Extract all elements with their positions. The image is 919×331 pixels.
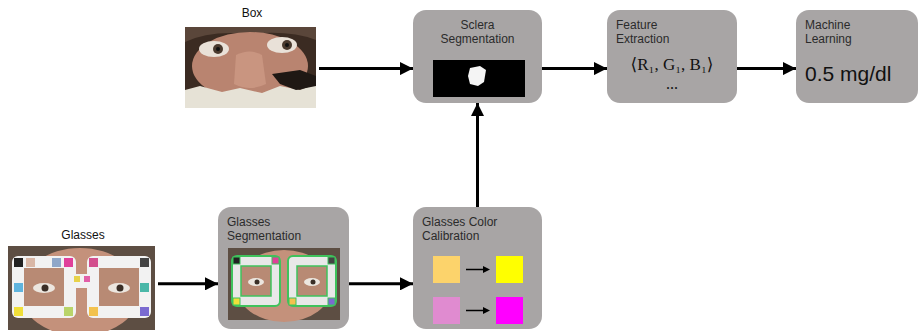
- illustration-part: [26, 258, 35, 267]
- process-box: Machine Learning 0.5 mg/dl: [796, 10, 918, 103]
- illustration-part: [433, 60, 525, 97]
- glasses-photo: [8, 246, 155, 331]
- illustration-part: [33, 283, 55, 293]
- flow-arrow: [349, 282, 413, 285]
- illustration-part: [14, 283, 23, 292]
- step-title: Glasses Color Calibration: [422, 215, 512, 243]
- illustration-part: [74, 276, 80, 282]
- illustration-part: [233, 257, 240, 264]
- input-image: Glasses: [8, 228, 158, 330]
- process-box: Sclera Segmentation: [413, 10, 542, 103]
- ellipsis: ...: [616, 77, 728, 91]
- illustration-part: [108, 283, 130, 293]
- illustration-part: [185, 27, 316, 108]
- illustration-part: [466, 269, 484, 271]
- illustration-part: [87, 256, 151, 318]
- illustration-part: [140, 283, 149, 292]
- step-title: Machine Learning: [805, 18, 895, 46]
- flow-arrow: [319, 67, 413, 70]
- flow-arrow: [158, 282, 218, 285]
- calibration-swatches: [433, 256, 523, 324]
- illustration-part: [236, 250, 332, 322]
- illustration-part: [496, 297, 523, 324]
- glasses-segmentation-image: [228, 248, 340, 322]
- illustration-part: [285, 43, 289, 47]
- illustration-part: [433, 256, 460, 283]
- illustration-part: [328, 298, 335, 305]
- step-title: Sclera Segmentation: [433, 18, 523, 46]
- illustration-part: [72, 274, 92, 288]
- illustration-part: [185, 84, 316, 108]
- step-title: Feature Extraction: [616, 18, 706, 46]
- illustration-part: [282, 40, 292, 50]
- illustration-part: [192, 32, 308, 100]
- illustration-part: [468, 66, 486, 86]
- illustration-part: [213, 44, 223, 54]
- flow-arrow: [476, 103, 479, 207]
- prediction-value: 0.5 mg/dl: [805, 62, 909, 86]
- illustration-part: [52, 258, 61, 267]
- illustration-part: [248, 278, 264, 286]
- illustration-part: [483, 266, 490, 273]
- illustration-part: [64, 258, 73, 267]
- illustration-part: [14, 307, 23, 316]
- illustration-part: [272, 70, 316, 90]
- illustration-part: [234, 52, 266, 89]
- sclera-mask: [433, 60, 525, 97]
- illustration-part: [496, 256, 523, 283]
- illustration-part: [267, 37, 297, 53]
- illustration-part: [64, 307, 73, 316]
- process-box: Glasses Color Calibration: [413, 207, 542, 329]
- image-label: Box: [185, 6, 319, 20]
- feature-vector: ⟨R₁, G₁, B₁⟩: [616, 55, 728, 75]
- illustration-part: [89, 307, 98, 316]
- illustration-part: [297, 266, 327, 296]
- illustration-part: [140, 307, 149, 316]
- illustration-part: [228, 248, 340, 320]
- box-photo: [185, 27, 316, 108]
- process-box: Glasses Segmentation: [218, 207, 349, 329]
- image-label: Glasses: [8, 228, 158, 242]
- illustration-part: [84, 276, 90, 282]
- illustration-part: [185, 27, 316, 42]
- step-title: Glasses Segmentation: [227, 215, 317, 243]
- illustration-part: [12, 256, 76, 318]
- illustration-part: [42, 285, 49, 292]
- illustration-part: [117, 285, 124, 292]
- illustration-part: [216, 47, 220, 51]
- illustration-part: [8, 246, 155, 330]
- illustration-part: [233, 298, 240, 305]
- illustration-part: [14, 258, 23, 267]
- illustration-part: [199, 41, 229, 57]
- illustration-part: [304, 278, 320, 286]
- illustration-part: [328, 257, 335, 264]
- illustration-part: [288, 256, 336, 306]
- illustration-part: [272, 257, 279, 264]
- illustration-part: [255, 280, 260, 285]
- flow-arrow: [737, 67, 796, 70]
- process-box: Feature Extraction ⟨R₁, G₁, B₁⟩...: [607, 10, 737, 103]
- illustration-part: [466, 310, 484, 312]
- illustration-part: [140, 258, 149, 267]
- illustration-part: [24, 268, 64, 306]
- flow-arrow: [542, 67, 607, 70]
- illustration-part: [433, 297, 460, 324]
- illustration-part: [89, 258, 98, 267]
- illustration-part: [20, 248, 140, 331]
- illustration-part: [311, 280, 316, 285]
- illustration-part: [289, 298, 296, 305]
- illustration-part: [241, 266, 271, 296]
- input-image: Box: [185, 6, 319, 109]
- illustration-part: [483, 307, 490, 314]
- illustration-part: [99, 268, 139, 306]
- illustration-part: [232, 256, 280, 306]
